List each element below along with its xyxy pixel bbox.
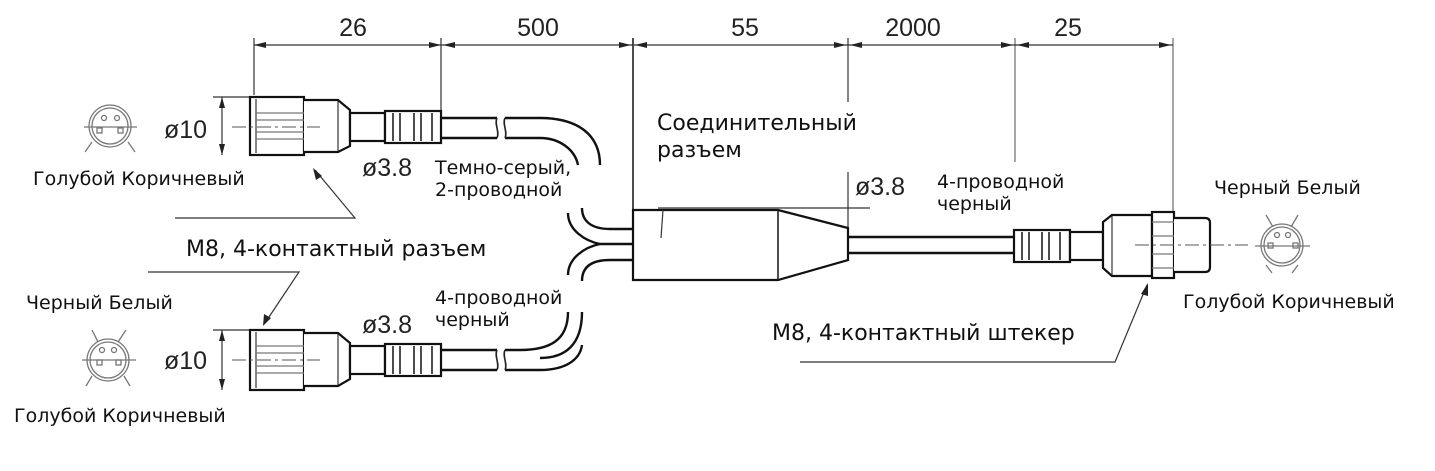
cable-label: 4-проводной [937, 171, 1064, 193]
diameter-label: ø3.8 [855, 173, 905, 201]
cable-label: черный [937, 193, 1012, 215]
dimension-500: 500 [441, 14, 633, 48]
pinout-label: Черный Белый [1214, 177, 1361, 199]
dimension-2000: 2000 [848, 14, 1015, 48]
cable-label: черный [435, 309, 510, 331]
junction-label: Соединительный [657, 111, 857, 136]
female-connector-top: ø10 ø3.8 [84, 95, 602, 182]
diameter-label: ø3.8 [362, 311, 412, 339]
cable-label: 2-проводной [435, 179, 562, 201]
dimension-group: 26 500 55 2000 25 [253, 14, 1174, 228]
junction-connector: Соединительный разъем [631, 111, 870, 282]
cable-label: Темно-серый, [434, 157, 571, 179]
dimension-25: 25 [1015, 14, 1173, 48]
dimension-label: 500 [517, 14, 559, 42]
female-connector-label: M8, 4-контактный разъем [186, 237, 486, 262]
pinout-label: Голубой Коричневый [14, 405, 226, 427]
pinout-label: Голубой Коричневый [33, 168, 245, 190]
pinout-label: Черный Белый [26, 292, 173, 314]
dimension-label: 55 [731, 14, 759, 42]
y-split-cables [519, 207, 633, 360]
dimension-label: 2000 [885, 14, 941, 42]
diameter-label: ø3.8 [362, 154, 412, 182]
pin-face-icon [82, 329, 136, 387]
dimension-55: 55 [633, 14, 848, 48]
female-connector-callout: M8, 4-контактный разъем [148, 168, 486, 326]
pin-face-icon [1255, 214, 1310, 274]
right-cable: ø3.8 4-проводной черный [848, 171, 1064, 255]
male-connector-callout: M8, 4-контактный штекер [772, 283, 1148, 363]
dimension-label: 26 [339, 14, 367, 42]
pin-face-icon [84, 104, 137, 153]
pinout-label: Голубой Коричневый [1183, 291, 1395, 313]
diameter-label: ø10 [164, 116, 207, 144]
diameter-label: ø10 [164, 347, 207, 375]
male-connector-label: M8, 4-контактный штекер [772, 321, 1075, 346]
dimension-26: 26 [254, 14, 441, 48]
junction-label: разъем [657, 138, 742, 163]
dimension-label: 25 [1054, 14, 1082, 42]
female-connector-bottom: ø10 ø3.8 [82, 311, 584, 392]
cable-label: 4-проводной [435, 287, 562, 309]
male-connector-right [1012, 210, 1310, 280]
